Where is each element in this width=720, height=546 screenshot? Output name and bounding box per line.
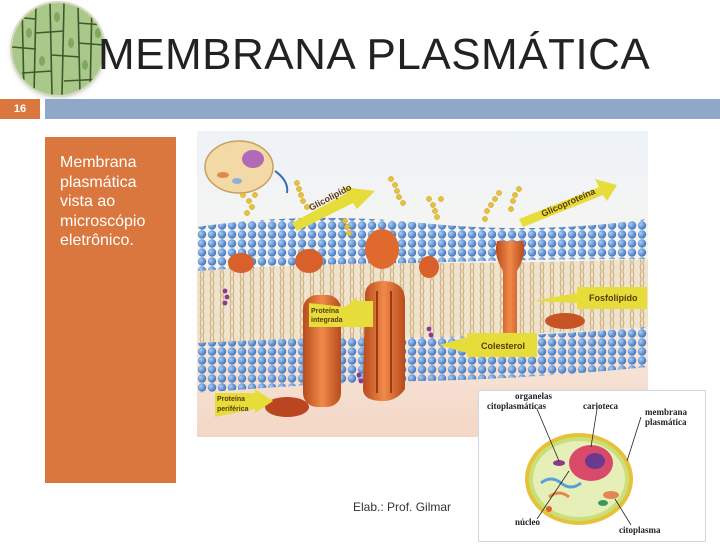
author-credit: Elab.: Prof. Gilmar (353, 500, 451, 514)
cell-drawing (527, 435, 631, 523)
label-colesterol: Colesterol (481, 341, 525, 351)
label-proteina-integrada-2: integrada (311, 317, 343, 324)
side-caption: Membrana plasmática vista ao microscópio… (60, 153, 170, 251)
label-proteina-periferica-1: Proteína (217, 396, 245, 403)
label-membrana-1: membrana (645, 407, 687, 417)
label-organelas-1: organelas (515, 391, 552, 401)
label-organelas-2: citoplasmáticas (487, 401, 546, 411)
plant-cell-logo (12, 3, 104, 95)
label-membrana-2: plasmática (645, 417, 687, 427)
label-citoplasma: citoplasma (619, 525, 661, 535)
label-fosfolipido: Fosfolipído (589, 293, 638, 303)
header-bar (45, 99, 720, 119)
label-proteina-integrada-1: Proteína (311, 308, 339, 315)
slide-title: MEMBRANA PLASMÁTICA (98, 30, 698, 80)
label-proteina-periferica-2: periférica (217, 406, 249, 413)
slide-number: 16 (0, 99, 40, 119)
cell-diagram-inset: organelas citoplasmáticas carioteca memb… (478, 390, 706, 542)
label-carioteca: carioteca (583, 401, 618, 411)
label-nucleo: núcleo (515, 517, 541, 527)
